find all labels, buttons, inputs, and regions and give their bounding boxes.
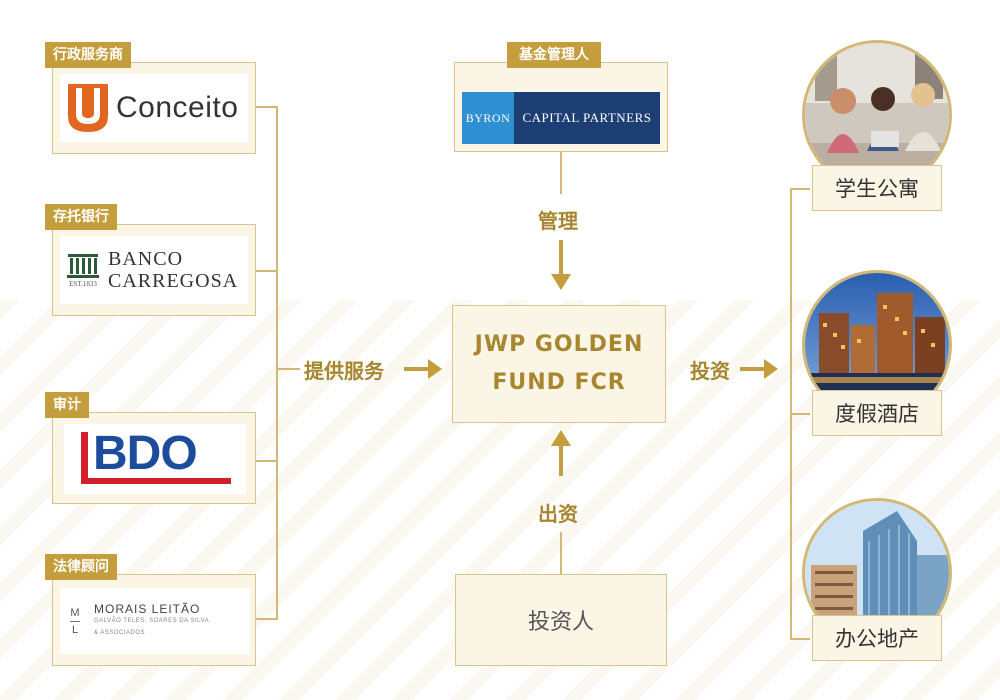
provider-connector-to-label: [276, 368, 300, 370]
services-flow-label: 提供服务: [304, 359, 384, 383]
manage-arrow-shaft: [559, 240, 563, 276]
asset-label-office-property-text: 办公地产: [835, 627, 919, 651]
bdo-red-bar-horizontal: [81, 478, 231, 484]
fund-name-line2: FUND FCR: [492, 370, 626, 395]
administrator-role-tab: 行政服务商: [45, 42, 131, 68]
services-arrow-shaft: [404, 367, 430, 371]
provider-connector-stub-3: [256, 460, 278, 462]
bank-columns-icon: [67, 254, 99, 278]
ml-monogram: M L: [68, 607, 82, 636]
fund-box: JWP GOLDEN FUND FCR: [452, 305, 666, 423]
contribute-arrow-shaft: [559, 446, 563, 476]
asset-label-resort-hotel: 度假酒店: [812, 390, 942, 436]
conceito-wordmark: Conceito: [116, 91, 239, 124]
contribute-flow-label: 出资: [538, 502, 578, 526]
morais-leitao-logo: M L MORAIS LEITÃO GALVÃO TELES, SOARES D…: [60, 588, 250, 654]
investor-label: 投资人: [527, 610, 594, 635]
asset-label-office-property: 办公地产: [812, 615, 942, 661]
provider-connector-stub-2: [256, 270, 278, 272]
ml-mark-divider: [70, 620, 80, 622]
conceito-mark-icon: [68, 84, 108, 132]
manager-role-tab: 基金管理人: [507, 42, 601, 68]
provider-connector-top-stub: [256, 106, 278, 108]
asset-label-student-housing-text: 学生公寓: [835, 177, 919, 201]
investor-line: [560, 532, 562, 574]
asset-connector-stub-2: [790, 413, 810, 415]
byron-logo: BYRON CAPITAL PARTNERS: [462, 92, 660, 144]
ml-mark-bottom: L: [71, 623, 79, 636]
byron-logo-left-text: BYRON: [465, 110, 511, 125]
ml-wordmark: MORAIS LEITÃO GALVÃO TELES, SOARES DA SI…: [94, 603, 209, 639]
byron-logo-right-text: CAPITAL PARTNERS: [522, 110, 652, 125]
provider-connector-vertical: [276, 106, 278, 620]
provider-connector-stub-4: [256, 618, 278, 620]
asset-connector-stub-3: [790, 638, 810, 640]
manager-line: [560, 152, 562, 194]
invest-flow-label: 投资: [690, 359, 730, 383]
investor-box: 投资人: [455, 574, 667, 666]
conceito-logo: Conceito: [60, 74, 248, 142]
ml-line2: GALVÃO TELES, SOARES DA SILVA: [94, 618, 210, 624]
fund-name-line1: JWP GOLDEN: [474, 332, 644, 357]
bdo-mark: BDO: [75, 427, 235, 490]
invest-arrow-head: [764, 359, 778, 379]
carregosa-line2: CARREGOSA: [108, 270, 239, 292]
carregosa-wordmark: BANCO CARREGOSA: [108, 248, 238, 292]
depositary-role-tab: 存托银行: [45, 204, 117, 230]
banco-carregosa-logo: EST.1833 BANCO CARREGOSA: [60, 236, 248, 304]
ml-mark-top: M: [70, 606, 80, 619]
contribute-arrow-head: [551, 430, 571, 446]
carregosa-emblem: EST.1833: [66, 252, 100, 288]
byron-logo-right: CAPITAL PARTNERS: [514, 92, 660, 144]
asset-connector-stub-1: [790, 188, 810, 190]
asset-label-student-housing: 学生公寓: [812, 165, 942, 211]
bdo-wordmark: BDO: [93, 427, 198, 480]
manage-arrow-head: [551, 274, 571, 290]
auditor-role-tab: 审计: [45, 392, 89, 418]
ml-line3: & ASSOCIADOS: [94, 630, 146, 636]
bdo-red-bar-vertical: [81, 432, 88, 482]
carregosa-est: EST.1833: [69, 280, 97, 288]
invest-arrow-shaft: [740, 367, 766, 371]
legal-role-tab: 法律顾问: [45, 554, 117, 580]
manage-flow-label: 管理: [538, 209, 578, 233]
ml-line1: MORAIS LEITÃO: [94, 602, 201, 616]
services-arrow-head: [428, 359, 442, 379]
byron-logo-left: BYRON: [462, 92, 514, 144]
bdo-logo: BDO: [64, 424, 246, 494]
asset-label-resort-hotel-text: 度假酒店: [835, 402, 919, 426]
carregosa-line1: BANCO: [108, 248, 184, 270]
